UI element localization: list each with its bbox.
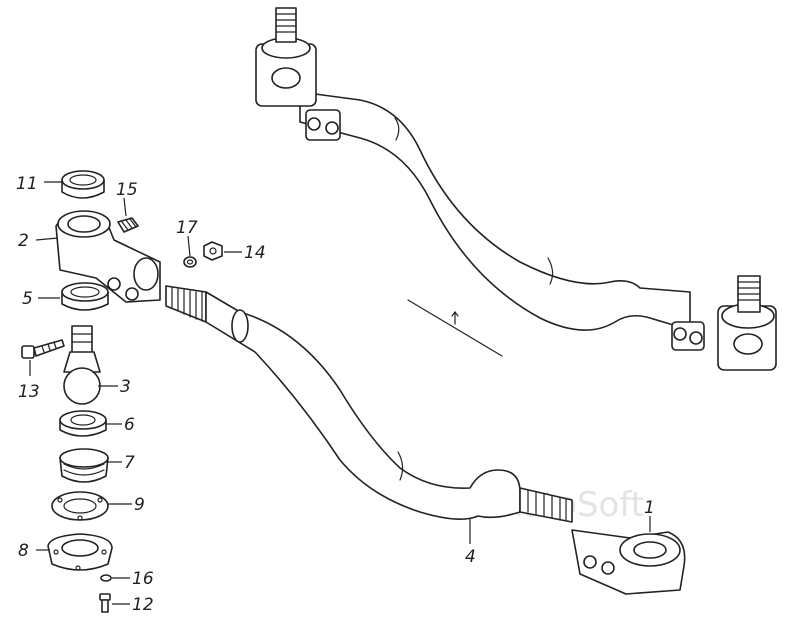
gasket xyxy=(51,491,109,521)
dust-cover xyxy=(61,170,105,199)
callout-2: 2 xyxy=(18,231,29,251)
callout-7: 7 xyxy=(124,453,135,473)
washer xyxy=(183,256,197,268)
ball-stud xyxy=(63,325,101,405)
callout-9: 9 xyxy=(134,495,145,515)
cover-plate xyxy=(47,533,113,571)
callout-5: 5 xyxy=(22,289,33,309)
callout-17: 17 xyxy=(176,218,198,238)
rod-end-right xyxy=(571,529,686,595)
callout-1: 1 xyxy=(644,498,655,518)
leader-lines xyxy=(29,181,651,605)
seat-upper xyxy=(61,282,109,311)
callouts: 11 15 2 17 14 5 13 3 6 7 9 8 16 12 4 1 xyxy=(16,174,655,615)
grease-nipple xyxy=(117,217,139,233)
callout-13: 13 xyxy=(18,382,40,402)
callout-3: 3 xyxy=(120,377,131,397)
callout-14: 14 xyxy=(244,243,266,263)
seat-lower xyxy=(59,410,107,437)
cover-bolt xyxy=(99,593,111,613)
callout-12: 12 xyxy=(132,595,154,615)
callout-16: 16 xyxy=(132,569,154,589)
callout-4: 4 xyxy=(465,547,476,567)
clamp-bolt xyxy=(21,339,65,359)
lower-tie-rod xyxy=(165,285,573,523)
rod-end-left xyxy=(55,210,161,303)
upper-tie-rod xyxy=(255,7,777,371)
callout-8: 8 xyxy=(18,541,29,561)
callout-6: 6 xyxy=(124,415,135,435)
spring-seat xyxy=(59,448,109,483)
nut xyxy=(203,241,223,261)
callout-11: 11 xyxy=(16,174,38,194)
callout-15: 15 xyxy=(116,180,138,200)
spring-washer xyxy=(100,574,112,582)
